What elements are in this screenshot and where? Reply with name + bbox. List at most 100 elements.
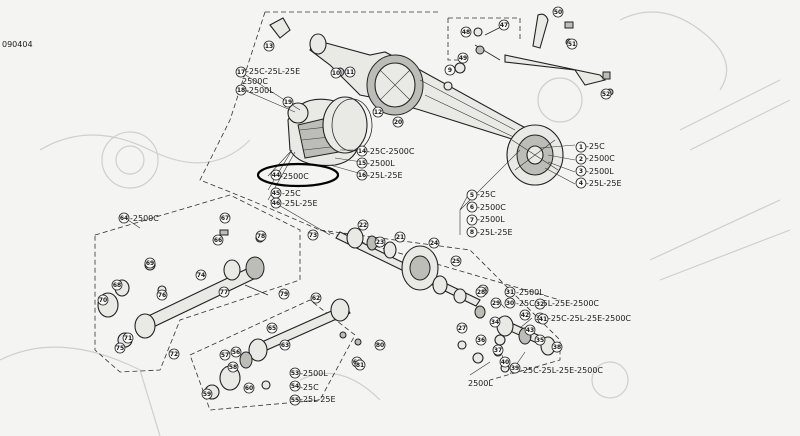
callout-67: 67: [219, 212, 231, 224]
callout-number: 49: [459, 55, 467, 62]
callout-18: 18: [235, 84, 247, 96]
callout-number: 4: [579, 180, 583, 187]
callout-50: 50: [552, 6, 564, 18]
callout-63: 63: [279, 339, 291, 351]
callout-62: 62: [310, 292, 322, 304]
label-r1: -25C: [586, 142, 605, 151]
halfshaft-assembly: [204, 298, 362, 400]
callout-number: 5: [470, 192, 474, 199]
part-labels: -25C -25L-25E 2500C -2500L -25C -2500C -2…: [130, 67, 631, 404]
callout-number: 1: [579, 144, 583, 151]
callout-6: 6: [466, 201, 478, 213]
callout-number: 9: [448, 67, 452, 74]
callout-56: 56: [230, 346, 242, 358]
callout-76: 76: [156, 289, 168, 301]
callout-71: 71: [122, 332, 134, 344]
label-r2: -2500C: [586, 154, 615, 163]
label-h41: -25C-25L-25E-2500C: [548, 314, 631, 323]
callout-44: 44: [270, 169, 282, 181]
label-h39: -25C-25L-25E-2500C: [520, 366, 603, 375]
callout-37: 37: [492, 344, 504, 356]
callout-number: 81: [356, 362, 364, 369]
callout-30: 30: [504, 297, 516, 309]
callout-number: 80: [376, 342, 384, 349]
callout-number: 13: [265, 43, 273, 50]
callout-number: 25: [452, 258, 460, 265]
callout-number: 56: [232, 349, 240, 356]
callout-57: 57: [219, 349, 231, 361]
callout-49: 49: [457, 52, 469, 64]
callout-number: 31: [506, 289, 514, 296]
callout-number: 3: [579, 168, 583, 175]
label-s55: -25L-25E: [300, 395, 336, 404]
callout-number: 79: [280, 291, 288, 298]
callout-60: 60: [243, 382, 255, 394]
callout-number: 75: [116, 345, 124, 352]
callout-number: 77: [220, 289, 228, 296]
callout-74: 74: [195, 269, 207, 281]
breather-cap: [287, 102, 309, 124]
callout-9: 9: [444, 64, 456, 76]
callout-2: 2: [575, 153, 587, 165]
callout-8: 8: [466, 226, 478, 238]
label-c14: -25C-2500C: [367, 147, 415, 156]
callout-23: 23: [374, 236, 386, 248]
callout-number: 57: [221, 352, 229, 359]
label-m5: -25C: [477, 190, 496, 199]
leader-lines: [127, 73, 576, 376]
cover-plate: [269, 17, 291, 39]
callout-5: 5: [466, 189, 478, 201]
callout-number: 34: [491, 319, 499, 326]
callout-78: 78: [255, 230, 267, 242]
callout-number: 24: [430, 240, 438, 247]
callout-24: 24: [428, 237, 440, 249]
callout-number: 12: [374, 109, 382, 116]
callout-4: 4: [575, 177, 587, 189]
callout-47: 47: [498, 19, 510, 31]
callout-number: 71: [124, 335, 132, 342]
callout-38: 38: [551, 341, 563, 353]
callout-number: 66: [214, 237, 222, 244]
callout-16: 16: [356, 169, 368, 181]
callout-34: 34: [489, 316, 501, 328]
callout-number: 21: [396, 234, 404, 241]
callout-number: 41: [539, 316, 547, 323]
callout-75: 75: [114, 342, 126, 354]
callout-number: 60: [245, 385, 253, 392]
callout-80: 80: [374, 339, 386, 351]
callout-27: 27: [456, 322, 468, 334]
callout-73: 73: [307, 229, 319, 241]
callout-36: 36: [475, 334, 487, 346]
callout-number: 16: [358, 172, 366, 179]
callout-number: 28: [477, 289, 485, 296]
callout-number: 20: [394, 119, 402, 126]
callout-64: 64: [118, 212, 130, 224]
callout-17: 17: [235, 66, 247, 78]
callout-77: 77: [218, 286, 230, 298]
callout-45: 45: [270, 187, 282, 199]
label-c15: -2500L: [367, 159, 395, 168]
callout-68: 68: [111, 279, 123, 291]
callout-number: 72: [170, 351, 178, 358]
callout-number: 2: [579, 156, 583, 163]
page-code: 090404: [2, 40, 33, 49]
callout-number: 10: [332, 70, 340, 77]
label-s54: -25C: [300, 383, 319, 392]
callout-number: 53: [291, 370, 299, 377]
label-housing-2500c: 2500C: [242, 77, 268, 86]
label-h31: -2500L: [516, 288, 544, 297]
callout-number: 18: [237, 87, 245, 94]
background-ghost-drawing: [0, 11, 791, 436]
callout-29: 29: [490, 297, 502, 309]
callout-number: 58: [229, 364, 237, 371]
callout-number: 48: [462, 29, 470, 36]
callout-number: 17: [237, 69, 245, 76]
callout-number: 37: [494, 347, 502, 354]
driveshaft-group-outline: [94, 194, 301, 373]
label-m8: -25L-25E: [477, 228, 513, 237]
callout-22: 22: [357, 219, 369, 231]
callout-number: 27: [458, 325, 466, 332]
callout-15: 15: [356, 157, 368, 169]
callout-11: 11: [344, 66, 356, 78]
callout-13: 13: [263, 40, 275, 52]
